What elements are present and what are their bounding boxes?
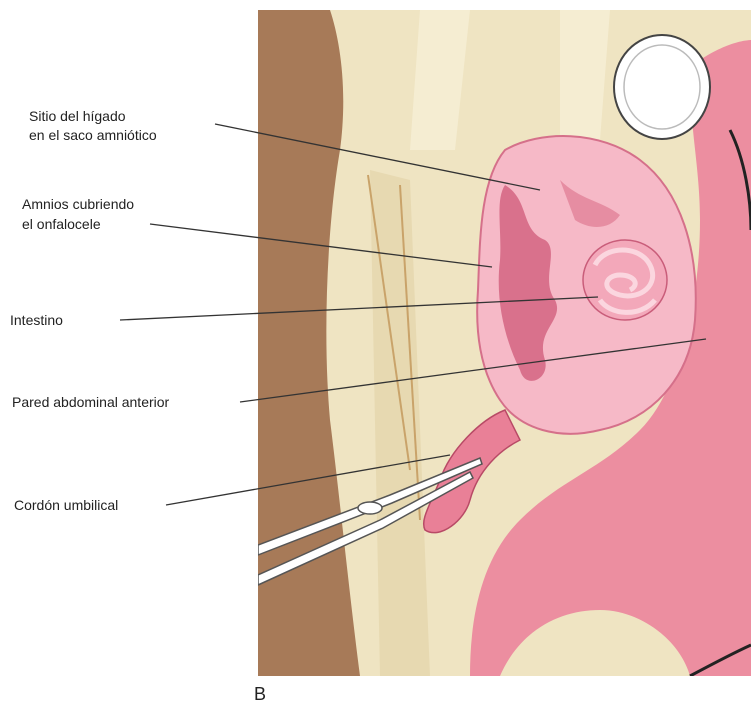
label-liver-site-line2: en el saco amniótico: [29, 127, 157, 143]
intestine-coils: [583, 240, 667, 320]
eye-shape: [614, 35, 710, 139]
label-abdominal-wall: Pared abdominal anterior: [12, 394, 170, 410]
label-liver-site-line1: Sitio del hígado: [29, 108, 126, 124]
label-amnion-line1: Amnios cubriendo: [22, 196, 134, 212]
label-umbilical-cord: Cordón umbilical: [14, 497, 118, 513]
labels: Sitio del hígado en el saco amniótico Am…: [10, 108, 170, 513]
label-intestine: Intestino: [10, 312, 63, 328]
label-amnion-line2: el onfalocele: [22, 216, 101, 232]
panel-letter: B: [254, 684, 266, 704]
